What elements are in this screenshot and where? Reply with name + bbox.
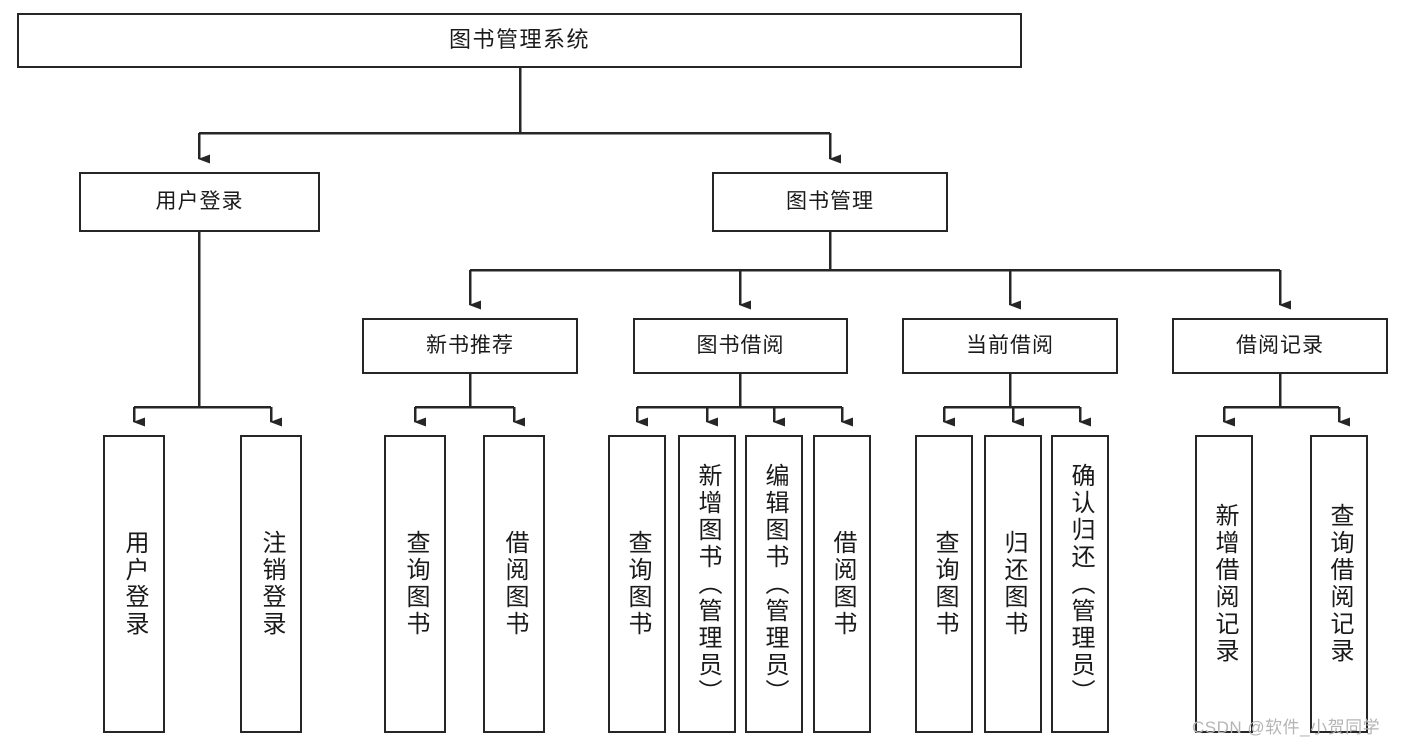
- node-label: 图书管理系统: [448, 27, 590, 53]
- node-label: 借阅图书: [829, 530, 856, 638]
- node-leaf-query-book-1[interactable]: 查询图书: [384, 435, 446, 733]
- node-leaf-logout[interactable]: 注销登录: [240, 435, 302, 733]
- node-label: 查询借阅记录: [1326, 503, 1353, 665]
- node-leaf-return-book[interactable]: 归还图书: [984, 435, 1042, 733]
- node-leaf-edit-book[interactable]: 编辑图书（管理员）: [745, 435, 803, 733]
- node-root[interactable]: 图书管理系统: [17, 13, 1022, 68]
- node-label: 查询图书: [624, 530, 651, 638]
- node-leaf-query-book-3[interactable]: 查询图书: [915, 435, 973, 733]
- node-label: 借阅图书: [501, 530, 528, 638]
- csdn-watermark: CSDN @软件_小贺同学: [1192, 718, 1381, 737]
- node-leaf-add-record[interactable]: 新增借阅记录: [1195, 435, 1253, 733]
- node-label: 借阅记录: [1236, 334, 1324, 358]
- node-label: 用户登录: [121, 530, 148, 638]
- node-current-borrow[interactable]: 当前借阅: [902, 318, 1118, 374]
- node-label: 新增借阅记录: [1211, 503, 1238, 665]
- node-leaf-borrow-book-1[interactable]: 借阅图书: [483, 435, 545, 733]
- node-label: 查询图书: [402, 530, 429, 638]
- node-leaf-add-book[interactable]: 新增图书（管理员）: [678, 435, 736, 733]
- node-label: 注销登录: [258, 530, 285, 638]
- node-leaf-user-login[interactable]: 用户登录: [103, 435, 165, 733]
- node-label: 用户登录: [155, 190, 244, 214]
- node-borrow-record[interactable]: 借阅记录: [1172, 318, 1388, 374]
- node-label: 新增图书（管理员）: [694, 462, 721, 706]
- node-label: 图书管理: [786, 190, 874, 214]
- node-label: 确认归还（管理员）: [1067, 462, 1094, 706]
- node-user-login[interactable]: 用户登录: [79, 172, 320, 232]
- node-leaf-query-record[interactable]: 查询借阅记录: [1310, 435, 1368, 733]
- node-leaf-confirm-return[interactable]: 确认归还（管理员）: [1051, 435, 1109, 733]
- node-book-manage[interactable]: 图书管理: [712, 172, 948, 232]
- node-label: 编辑图书（管理员）: [761, 462, 788, 706]
- node-label: 归还图书: [1000, 530, 1027, 638]
- node-label: 图书借阅: [696, 334, 785, 358]
- node-label: 当前借阅: [966, 334, 1054, 358]
- node-label: 查询图书: [931, 530, 958, 638]
- node-leaf-borrow-book-2[interactable]: 借阅图书: [813, 435, 871, 733]
- node-new-book-recommend[interactable]: 新书推荐: [362, 318, 578, 374]
- node-book-borrow[interactable]: 图书借阅: [633, 318, 848, 374]
- node-leaf-query-book-2[interactable]: 查询图书: [608, 435, 666, 733]
- node-label: 新书推荐: [426, 334, 514, 358]
